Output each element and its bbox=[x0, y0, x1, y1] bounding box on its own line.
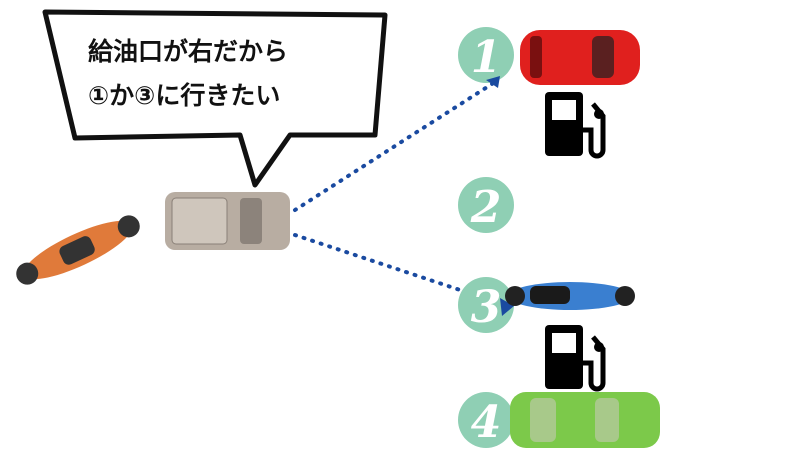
spot-3-marker: 3 bbox=[458, 277, 514, 333]
orange-motorcycle bbox=[16, 215, 140, 285]
arrow-head-icon bbox=[486, 76, 500, 88]
speech-line-2: ①か③に行きたい bbox=[88, 81, 281, 110]
arrow-head-icon bbox=[500, 298, 514, 316]
fuel-pump-icon bbox=[545, 92, 606, 159]
path-to-spot-3 bbox=[293, 233, 507, 307]
path-to-spot-1 bbox=[293, 80, 497, 212]
spot-number: 3 bbox=[471, 282, 502, 333]
speech-bubble bbox=[42, 9, 388, 188]
spot-number: 2 bbox=[470, 182, 502, 233]
blue-motorcycle bbox=[505, 282, 635, 310]
spot-2-marker: 2 bbox=[458, 177, 514, 233]
fuel-pump-icon bbox=[545, 325, 606, 392]
spot-4-marker: 4 bbox=[458, 392, 514, 448]
speech-line-1: 給油口が右だから bbox=[88, 37, 289, 66]
spot-number: 4 bbox=[471, 397, 502, 448]
spot-1-marker: 1 bbox=[458, 27, 514, 83]
silver-car bbox=[165, 192, 290, 250]
spot-number: 1 bbox=[471, 32, 502, 83]
red-car bbox=[520, 30, 640, 85]
green-car bbox=[510, 392, 660, 448]
speech-bubble-text: 給油口が右だから ①か③に行きたい bbox=[88, 30, 288, 118]
